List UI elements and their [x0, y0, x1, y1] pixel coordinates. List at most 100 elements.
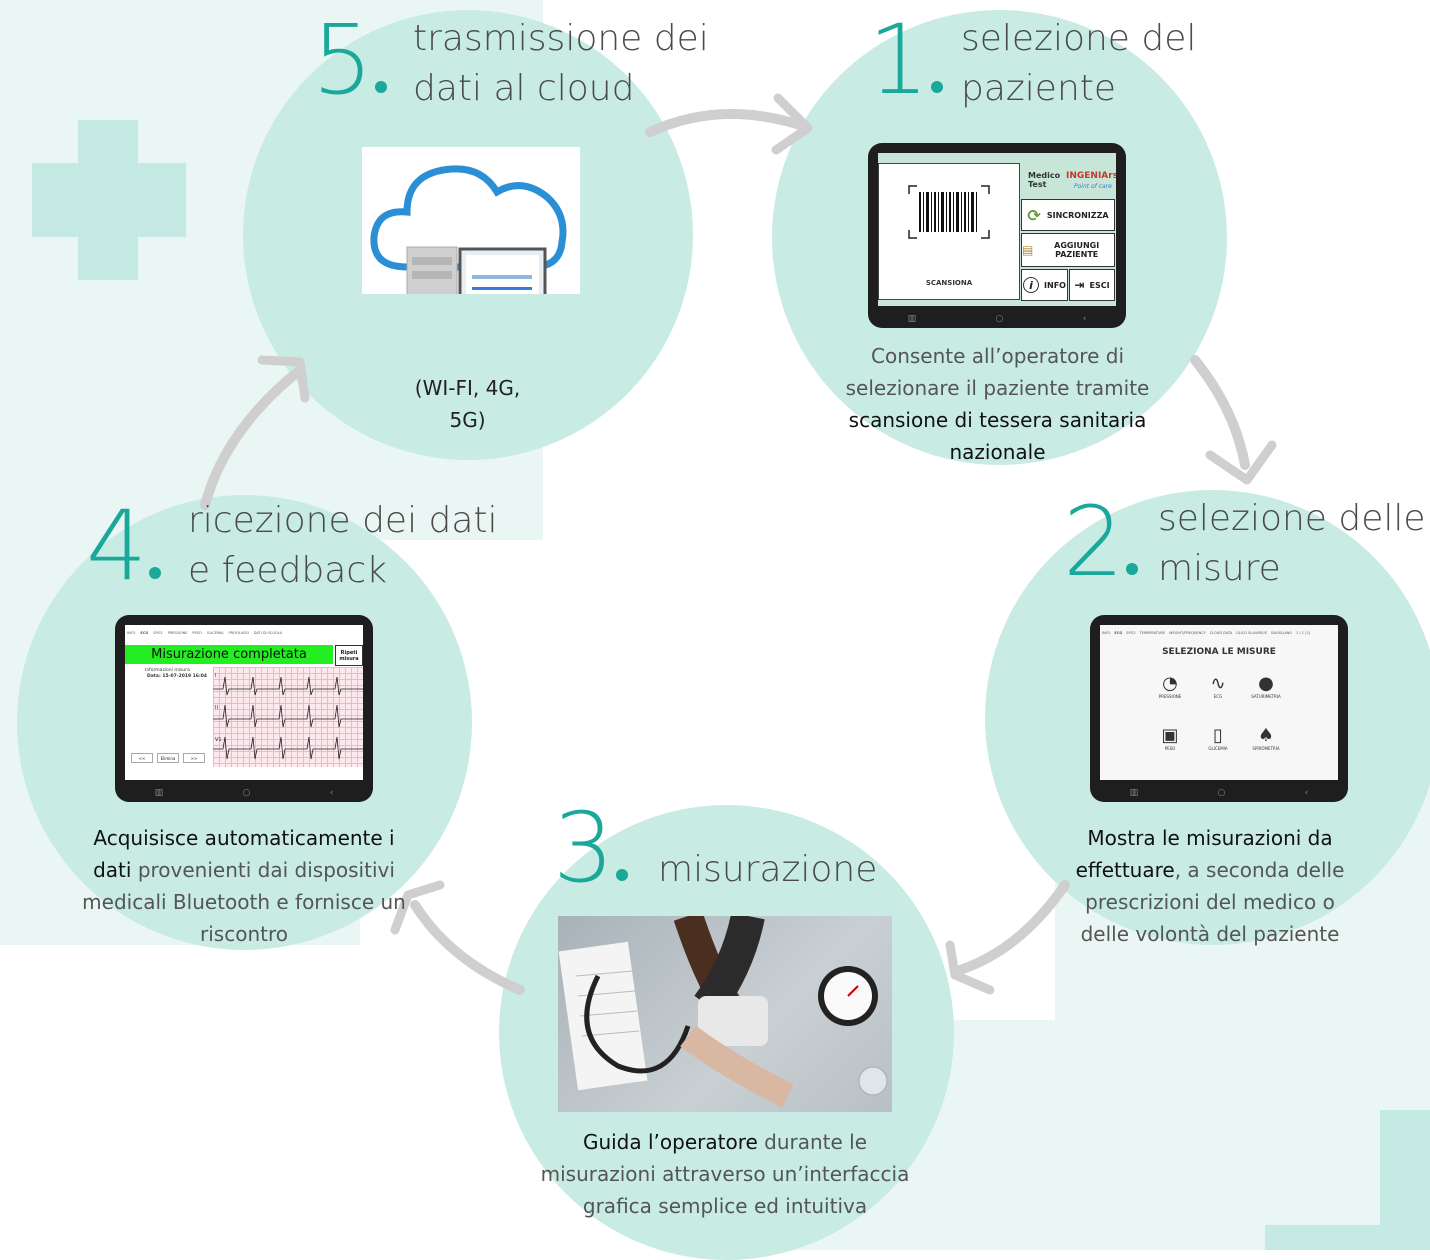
step-1-description: Consente all’operatore di selezionare il…	[825, 340, 1170, 468]
exit-button[interactable]: ⇥ESCI	[1069, 269, 1115, 301]
lungs-icon: ♠	[1257, 725, 1275, 746]
step-4-title: ricezione dei dati e feedback	[188, 496, 498, 596]
plus-icon-bottomright-h	[1265, 1225, 1430, 1250]
measure-ecg[interactable]: ∿ECG	[1196, 673, 1240, 699]
step-2-title-line2: misure	[1158, 548, 1281, 589]
step-3-description: Guida l’operatore durante le misurazioni…	[540, 1126, 910, 1222]
oximeter-icon: ●	[1258, 673, 1274, 694]
step-4-number: 4	[86, 498, 162, 594]
user-label: Medico Test	[1028, 171, 1061, 189]
step-5-dot	[375, 81, 388, 93]
step-3-desc-bold: Guida l’operatore	[582, 1130, 758, 1154]
arrowhead-4-to-5	[257, 355, 310, 403]
step-2-title: selezione delle misure	[1158, 494, 1426, 594]
step-4-desc-bold: Acquisisce automaticamente i dati	[93, 826, 395, 882]
step-2-desc-bold: Mostra le misurazioni da effettuare	[1075, 826, 1333, 882]
measure-glicemia[interactable]: ▯GLICEMIA	[1196, 725, 1240, 751]
ecg-lead-3: V1	[215, 737, 222, 743]
measurement-complete-banner: Misurazione completata	[125, 645, 333, 664]
measures-heading: SELEZIONA LE MISURE	[1162, 647, 1276, 657]
step-1-desc-text: Consente all’operatore di selezionare il…	[845, 344, 1150, 400]
arrow-1-to-2	[1190, 355, 1250, 470]
measurement-photo	[558, 916, 892, 1112]
delete-button[interactable]: Elimina	[157, 753, 179, 763]
add-patient-button[interactable]: ▤AGGIUNGI PAZIENTE	[1021, 233, 1115, 267]
sync-button[interactable]: ⟳SINCRONIZZA	[1021, 199, 1115, 231]
android-navbar-2: ▥○‹	[1129, 788, 1309, 798]
step-4-desc-text: provenienti dai dispositivi medicali Blu…	[82, 858, 406, 946]
ecg-icon: ∿	[1210, 673, 1226, 694]
cloud-icon	[370, 165, 567, 343]
blood-pressure-icon: ◔	[1162, 673, 1178, 694]
plus-icon-topleft-h	[32, 163, 186, 237]
step-1-number: 1	[868, 12, 944, 108]
step-3-number: 3	[553, 800, 629, 896]
prev-button[interactable]: <<	[131, 753, 153, 763]
sync-icon: ⟳	[1027, 205, 1041, 225]
step-5-number: 5	[312, 12, 388, 108]
step-1-title-line2: paziente	[961, 68, 1117, 109]
measure-pressione[interactable]: ◔PRESSIONE	[1148, 673, 1192, 699]
ingeniars-logo: INGENIArs	[1066, 171, 1116, 181]
ecg-lead-2: II	[215, 705, 218, 711]
arrowhead-5-to-1	[771, 93, 813, 155]
arrow-3-to-4	[410, 900, 525, 995]
step-5-description: (WI-FI, 4G, 5G)	[414, 376, 521, 432]
scan-label: SCANSIONA	[925, 279, 973, 287]
step-4-title-line2: e feedback	[188, 550, 387, 591]
step-4-dot	[149, 567, 162, 579]
repeat-measure-button[interactable]: Ripeti misura	[335, 645, 363, 666]
exit-icon: ⇥	[1074, 278, 1085, 292]
measure-saturimetria[interactable]: ●SATURIMETRIA	[1244, 673, 1288, 699]
step-4-description: Acquisisce automaticamente i dati proven…	[80, 822, 408, 950]
step-5-title: trasmissione dei dati al cloud	[413, 14, 709, 114]
arrow-4-to-5	[200, 365, 305, 510]
step-2-number: 2	[1063, 494, 1139, 590]
step-2-dot	[1126, 563, 1139, 575]
cloud-server-illustration	[362, 147, 580, 343]
step-1-title-line1: selezione del	[961, 18, 1197, 59]
arrow-5-to-1	[645, 109, 805, 137]
server-tower-icon	[406, 246, 458, 343]
add-patient-icon: ▤	[1022, 243, 1034, 257]
step-1-desc-bold: scansione di tessera sanitaria nazionale	[848, 408, 1147, 464]
android-navbar-4: ▥○‹	[154, 788, 334, 798]
ingeniars-logo-sub: Point of care	[1074, 183, 1112, 190]
ecg-lead-1: I	[215, 673, 217, 679]
arrowhead-1-to-2	[1205, 440, 1277, 485]
step-4-title-line1: ricezione dei dati	[188, 500, 498, 541]
ecg-trace-panel: I II V1	[213, 667, 363, 767]
step-1-title: selezione del paziente	[961, 14, 1196, 114]
step-2-description: Mostra le misurazioni da effettuare, a s…	[1060, 822, 1360, 950]
measure-spirometria[interactable]: ♠SPIROMETRIA	[1244, 725, 1288, 751]
arrowhead-2-to-3	[945, 940, 995, 995]
info-icon: i	[1023, 277, 1040, 293]
step-3-dot	[616, 869, 629, 881]
blood-pressure-photo-illustration	[558, 916, 888, 1108]
ecg-waveform	[213, 676, 363, 760]
android-navbar: ▥○‹	[907, 314, 1087, 324]
measure-info-date: Data: 15-07-2019 16:04	[147, 674, 208, 679]
barcode-icon	[908, 185, 990, 239]
step-3-desc-text: durante le misurazioni attraverso un’int…	[540, 1130, 910, 1218]
next-button[interactable]: >>	[183, 753, 205, 763]
arrow-2-to-3	[955, 880, 1070, 975]
measure-peso[interactable]: ▣PESO	[1148, 725, 1192, 751]
step-2-title-line1: selezione delle	[1158, 498, 1426, 539]
scan-panel[interactable]: SCANSIONA	[878, 163, 1020, 300]
step-1-tablet: SCANSIONA Medico Test INGENIArs Point of…	[868, 143, 1126, 328]
step-5-title-line2: dati al cloud	[413, 68, 635, 109]
step-3-title: misurazione	[658, 849, 878, 890]
step-2-desc-text: , a seconda delle prescrizioni del medic…	[1080, 858, 1345, 946]
glucometer-icon: ▯	[1213, 725, 1223, 746]
scale-icon: ▣	[1161, 725, 1179, 746]
step-1-dot	[931, 81, 944, 93]
measure-info-title: Informazioni misura	[145, 668, 190, 673]
step-5-title-line1: trasmissione dei	[413, 18, 709, 59]
